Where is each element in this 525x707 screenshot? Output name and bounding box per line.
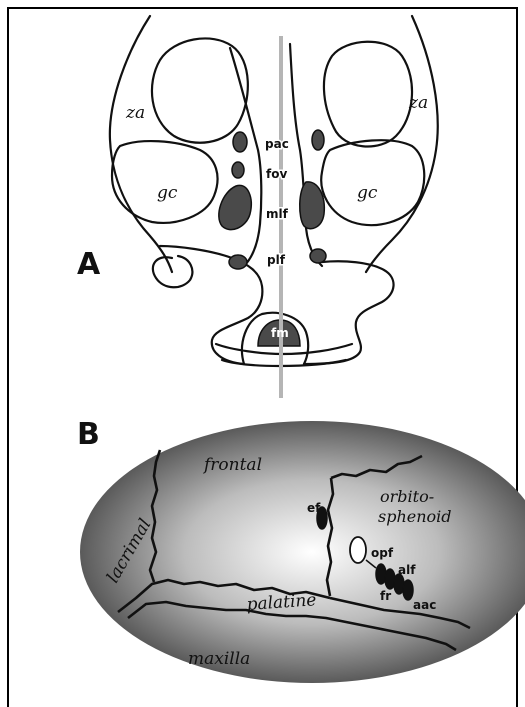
panel-b: B frontal orbito- sphenoid lacrimal pala… (77, 417, 525, 683)
foramen-left-small (232, 162, 244, 178)
label-fov: fov (266, 167, 287, 181)
label-sphenoid: sphenoid (378, 507, 452, 526)
panel-a: A za za gc gc (77, 16, 438, 398)
occipital-lip (216, 344, 352, 366)
label-fm: fm (271, 326, 289, 340)
label-gc-left: gc (157, 183, 178, 203)
foramen-opf (350, 537, 366, 563)
basicranium-wall-right (290, 44, 322, 266)
orbit-left (152, 38, 248, 142)
foramen-right-large (300, 182, 325, 229)
panel-a-letter: A (77, 247, 101, 282)
label-aac: aac (413, 598, 436, 612)
lower-contour-right (304, 261, 394, 364)
foramen-left-upper (233, 132, 247, 152)
basicranium-wall-left (230, 48, 261, 266)
foramen-left-large (219, 185, 251, 229)
orbit-right (324, 42, 412, 147)
label-frontal: frontal (202, 455, 262, 475)
label-za-right: za (408, 93, 428, 113)
zygomatic-left (112, 141, 218, 223)
label-opf: opf (371, 546, 394, 560)
label-plf: plf (267, 253, 286, 267)
label-za-left: za (125, 103, 145, 123)
label-maxilla: maxilla (188, 649, 250, 669)
label-gc-right: gc (357, 183, 378, 203)
foramen-right-lower (310, 249, 326, 263)
label-mlf: mlf (266, 207, 289, 221)
panel-b-letter: B (77, 417, 100, 452)
label-fr: fr (380, 589, 391, 603)
foramen-right-upper (312, 130, 324, 150)
skull-region-oval (80, 421, 525, 683)
label-pac: pac (265, 137, 289, 151)
skull-outline-left (110, 16, 172, 272)
label-alf: alf (398, 563, 416, 577)
foramen-left-lower (229, 255, 247, 269)
label-orbito: orbito- (380, 487, 434, 506)
foramen-aac (403, 580, 413, 600)
label-ef: ef (307, 501, 321, 515)
